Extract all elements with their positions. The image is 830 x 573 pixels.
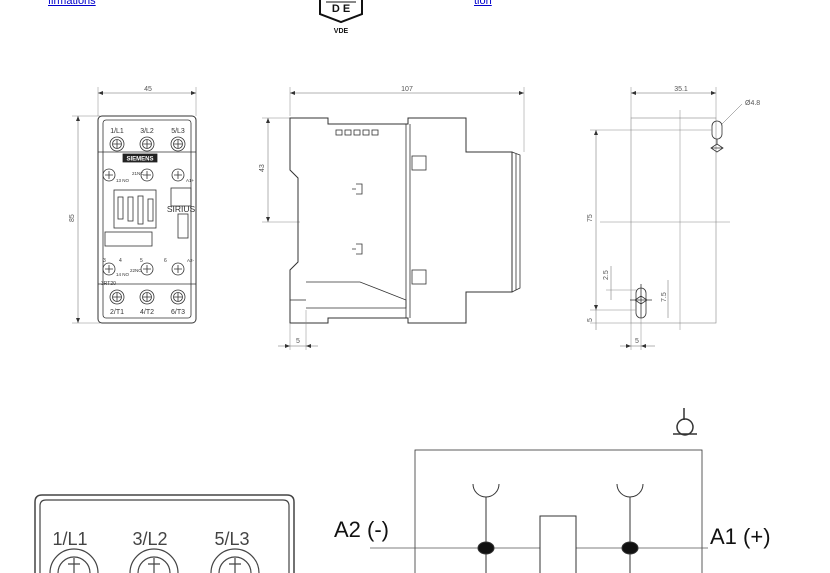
front-height-dim: 85 — [69, 214, 76, 222]
side-width-dim: 107 — [401, 86, 413, 93]
terminal-label-4-t2: 4/T2 — [140, 309, 154, 316]
bottom-terminal-screws — [109, 289, 186, 305]
svg-text:4: 4 — [119, 258, 122, 264]
sirius-label: SIRIUS — [167, 204, 196, 214]
mount-height-dim: 75 — [587, 214, 594, 222]
mounting-view: 35.1 Ø4.8 75 2.5 7.5 5 — [587, 86, 760, 350]
side-bottom-dim: 5 — [296, 338, 300, 345]
terminal-label-1-l1: 1/L1 — [110, 128, 124, 135]
contactor-body-side — [289, 117, 513, 324]
mount-dim-2-5: 2.5 — [603, 270, 610, 280]
front-view: 45 85 1/L1 3/L2 5/L3 SIEMENS 21NC — [69, 86, 197, 324]
terminal-label-5-l3: 5/L3 — [171, 128, 185, 135]
link-documentation[interactable]: tion — [474, 0, 492, 7]
terminal-label-2-t1: 2/T1 — [110, 309, 124, 316]
mounting-hole-bottom — [630, 284, 652, 319]
mount-width-dim: 35.1 — [674, 86, 688, 93]
coil-circuit: A2 (-) A1 (+) — [334, 408, 771, 573]
svg-text:21NC: 21NC — [132, 171, 144, 176]
vde-shield-outline — [319, 0, 363, 24]
link-confirmations[interactable]: firmations — [48, 0, 96, 7]
model-label: 3RT20 — [101, 281, 116, 287]
mount-dim-5-left: 5 — [587, 318, 594, 322]
svg-text:14 NO: 14 NO — [116, 272, 130, 277]
closeup-label-1-l1: 1/L1 — [52, 529, 87, 549]
closeup-label-5-l3: 5/L3 — [214, 529, 249, 549]
svg-text:3: 3 — [103, 258, 106, 264]
terminal-label-6-t3: 6/T3 — [171, 309, 185, 316]
mount-hole-dim: Ø4.8 — [745, 100, 760, 107]
front-width-dim: 45 — [144, 86, 152, 93]
a1-label: A1 (+) — [710, 524, 771, 549]
vde-mark: D E VDE — [319, 0, 363, 35]
svg-text:A1+: A1+ — [186, 178, 195, 183]
svg-text:6: 6 — [164, 258, 167, 264]
svg-text:13 NO: 13 NO — [116, 178, 130, 183]
vde-caption: VDE — [334, 28, 349, 35]
mount-dim-7-5: 7.5 — [661, 292, 668, 302]
side-view: 107 43 5 — [259, 86, 525, 350]
svg-text:A2-: A2- — [187, 258, 195, 263]
terminal-closeup: 1/L1 3/L2 5/L3 — [34, 494, 295, 573]
coil-housing-outline — [414, 449, 703, 573]
a2-label: A2 (-) — [334, 517, 389, 542]
label-window — [104, 231, 153, 247]
mount-dim-5-bottom: 5 — [635, 338, 639, 345]
svg-text:22NC: 22NC — [130, 268, 142, 273]
vde-letters: D E — [332, 3, 350, 15]
aux-terminal-screws-bottom — [102, 262, 185, 276]
closeup-screws — [49, 548, 260, 573]
aux-terminal-screws-top — [102, 168, 185, 182]
node-a2 — [477, 541, 495, 555]
mounting-hole-top — [710, 120, 724, 153]
contactor-body-front — [97, 115, 197, 324]
closeup-label-3-l2: 3/L2 — [132, 529, 167, 549]
svg-text:5: 5 — [140, 258, 143, 264]
top-terminal-screws — [109, 136, 186, 152]
node-a1 — [621, 541, 639, 555]
earth-symbol-icon — [673, 408, 697, 436]
terminal-label-3-l2: 3/L2 — [140, 128, 154, 135]
side-height-dim: 43 — [259, 164, 266, 172]
mounting-outline — [630, 117, 717, 324]
brand-label: SIEMENS — [126, 157, 153, 163]
